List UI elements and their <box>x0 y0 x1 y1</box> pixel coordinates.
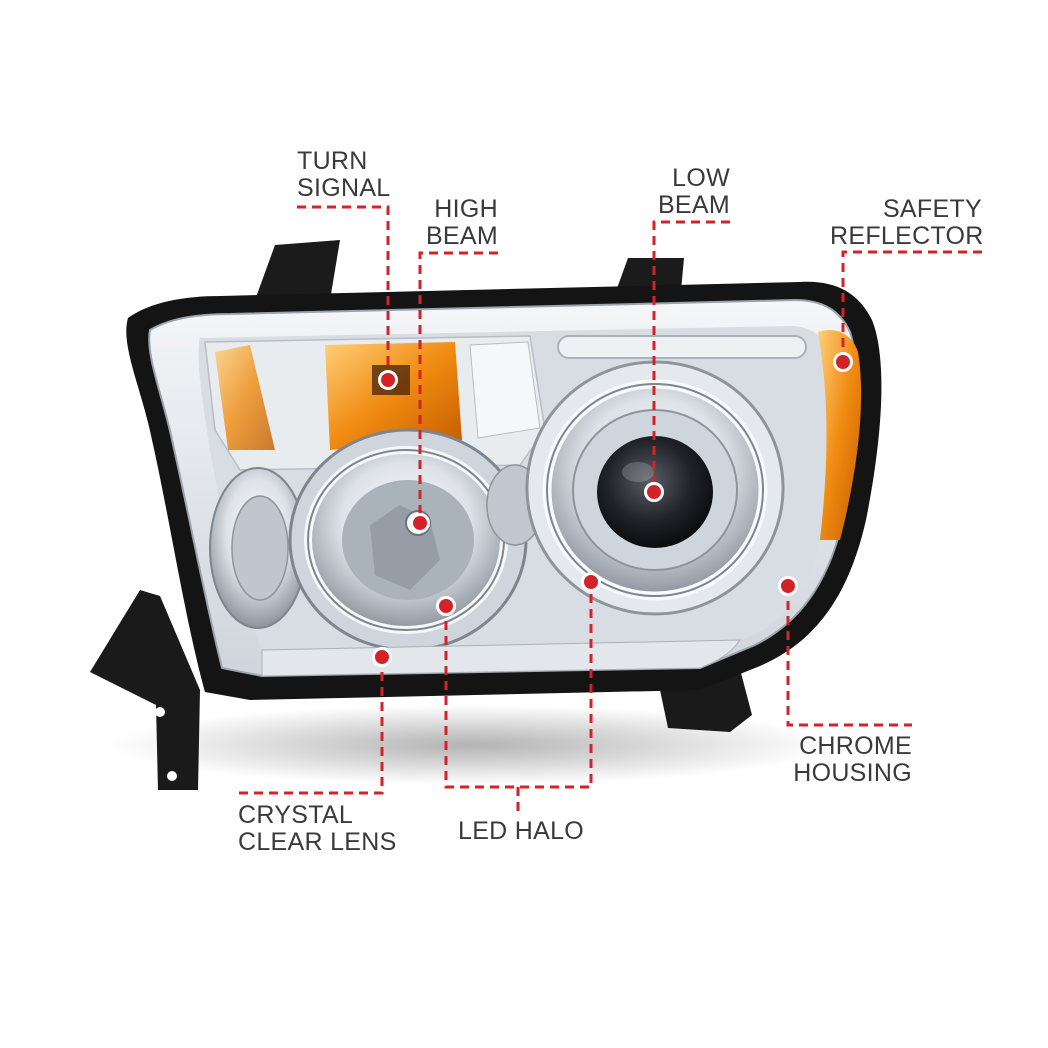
dot-chrome-housing <box>778 576 798 596</box>
callout-line-low-beam <box>652 220 730 492</box>
callout-line-safety-reflector <box>841 250 982 362</box>
dot-low-beam <box>644 482 664 502</box>
callout-lines <box>238 205 982 815</box>
label-chrome-housing: CHROME HOUSING <box>793 732 912 787</box>
callout-line-high-beam <box>418 251 498 523</box>
left-mount-bracket <box>90 590 200 790</box>
callout-line-chrome-housing <box>786 586 912 727</box>
dot-turn-signal <box>378 370 398 390</box>
dot-led-halo-right <box>581 572 601 592</box>
label-high-beam: HIGH BEAM <box>425 195 498 250</box>
dot-high-beam <box>410 513 430 533</box>
led-strip <box>557 335 807 359</box>
label-turn-signal: TURN SIGNAL <box>297 147 391 202</box>
amber-safety-reflector <box>818 330 862 540</box>
label-crystal-clear-lens: CRYSTAL CLEAR LENS <box>238 801 397 856</box>
dot-crystal-clear-lens <box>372 647 392 667</box>
callout-line-turn-signal <box>297 205 390 380</box>
label-safety-reflector: SAFETY REFLECTOR <box>830 195 984 250</box>
floor-shadow <box>110 705 830 785</box>
callout-dots <box>372 352 853 667</box>
label-low-beam: LOW BEAM <box>657 164 730 219</box>
label-led-halo: LED HALO <box>458 817 585 845</box>
callout-line-led-halo <box>444 582 593 789</box>
callout-line-crystal-clear-lens <box>238 657 384 795</box>
amber-turn-signal <box>325 342 462 450</box>
dot-led-halo-left <box>436 596 456 616</box>
top-mount-tab-left <box>255 240 340 300</box>
dot-safety-reflector <box>833 352 853 372</box>
